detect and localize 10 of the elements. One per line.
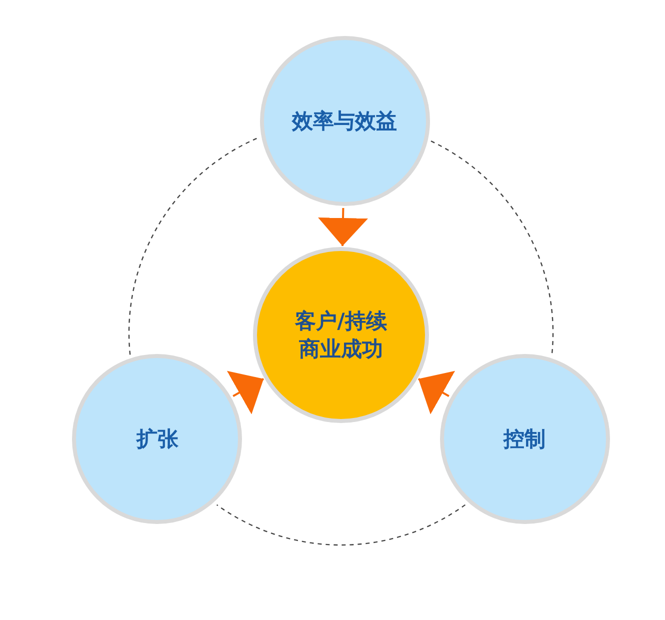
arrow [418,370,456,414]
dashed-connector [128,137,258,355]
node-label: 客户/持续商业成功 [294,308,388,363]
arrow [318,208,368,246]
node-label: 效率与效益 [292,108,398,135]
dashed-connector [430,140,554,355]
node-label: 扩张 [136,426,178,453]
arrow [226,370,264,414]
dashed-connector [216,504,466,546]
node-label: 控制 [504,426,546,453]
